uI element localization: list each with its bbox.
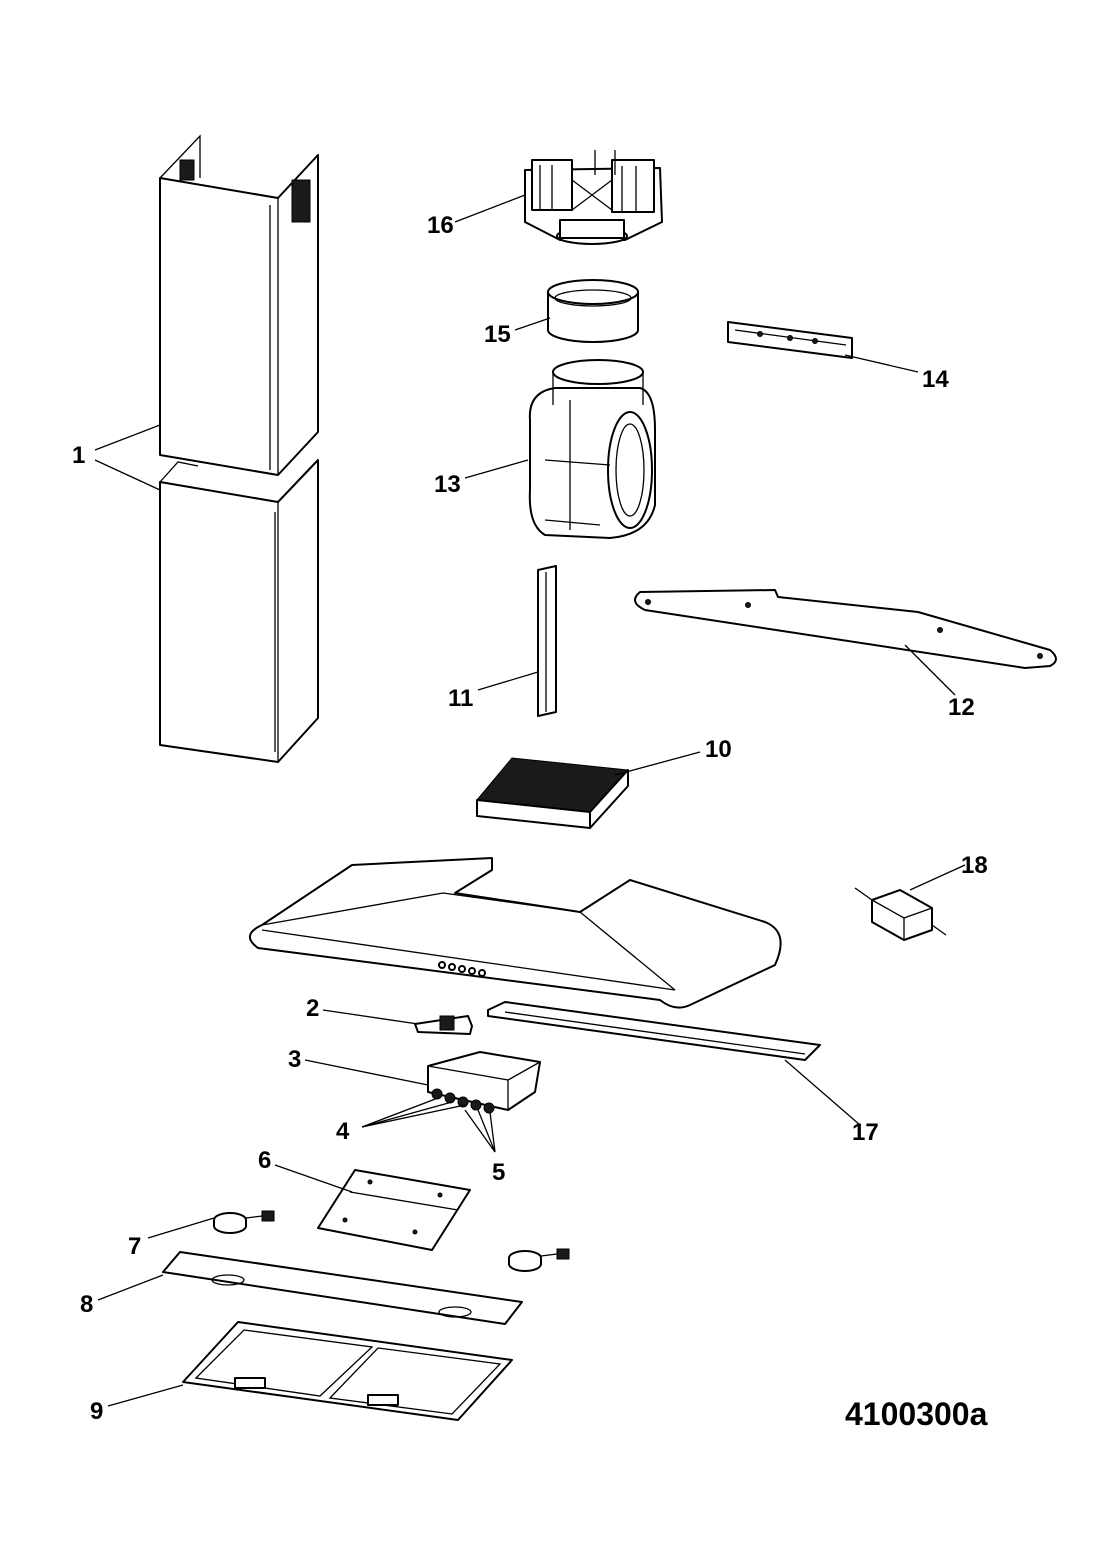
part-grease-filter (182, 1321, 513, 1421)
part-blower-housing (528, 359, 656, 539)
part-chimney-lower (159, 459, 319, 763)
part-switch (414, 1015, 473, 1035)
part-vertical-rail (537, 565, 557, 717)
leader-lines (94, 194, 966, 1407)
callout-13: 13 (434, 471, 461, 498)
callout-9: 9 (90, 1398, 103, 1425)
part-front-rail (487, 1001, 821, 1061)
part-electrical-box (854, 887, 947, 941)
callout-1: 1 (72, 442, 85, 469)
part-hood-canopy (249, 857, 782, 1009)
callout-7: 7 (128, 1233, 141, 1260)
part-mounting-plate (317, 1169, 471, 1251)
callout-8: 8 (80, 1291, 93, 1318)
part-carbon-filter (476, 757, 630, 829)
drawing-code: 4100300a (845, 1396, 988, 1432)
callout-2: 2 (306, 995, 319, 1022)
callout-16: 16 (427, 212, 454, 239)
part-side-bracket (634, 589, 1057, 669)
callout-3: 3 (288, 1046, 301, 1073)
callout-18: 18 (961, 852, 988, 879)
callout-6: 6 (258, 1147, 271, 1174)
callout-17: 17 (852, 1119, 879, 1146)
callout-labels: 1 2 3 4 5 6 7 8 9 10 11 12 13 14 15 16 1… (72, 212, 988, 1425)
part-control-board (427, 1051, 541, 1114)
callout-15: 15 (484, 321, 511, 348)
part-wall-bracket (727, 321, 853, 359)
part-chimney-upper (159, 134, 319, 476)
callout-5: 5 (492, 1159, 505, 1186)
callout-14: 14 (922, 366, 949, 393)
part-lamp-right (508, 1248, 570, 1272)
part-motor-assembly (524, 150, 663, 245)
callout-12: 12 (948, 694, 975, 721)
callout-4: 4 (336, 1118, 350, 1145)
part-lamp-panel (162, 1251, 523, 1325)
part-duct-collar (547, 279, 639, 343)
part-lamp-left (213, 1210, 275, 1234)
callout-10: 10 (705, 736, 732, 763)
callout-11: 11 (448, 685, 473, 712)
